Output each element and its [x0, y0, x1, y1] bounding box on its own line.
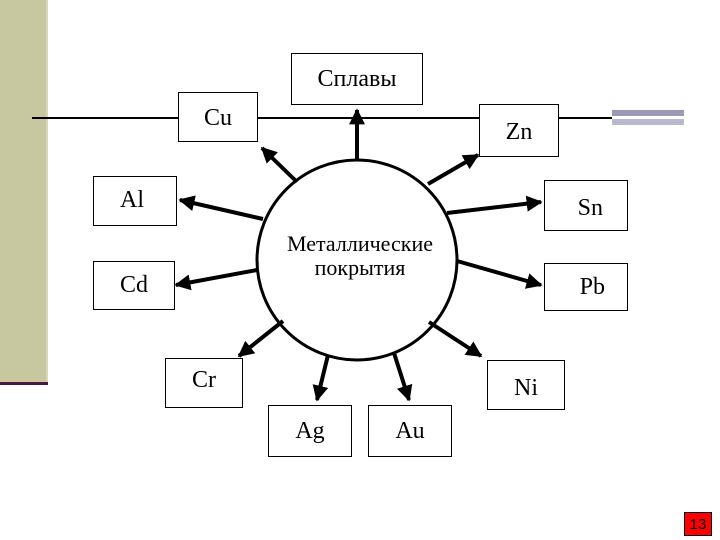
header-accent-strip-2: [612, 119, 684, 125]
node-al-label: Al: [120, 187, 144, 213]
node-pb-label: Pb: [579, 273, 605, 300]
node-sn: Sn: [544, 180, 628, 231]
center-label: Металлические покрытия: [262, 232, 458, 280]
sidebar-underline: [0, 382, 48, 385]
arrow-to-ni: [427, 320, 483, 358]
node-ni: Ni: [487, 360, 565, 410]
center-label-text: Металлические покрытия: [287, 231, 433, 280]
node-ag-label: Ag: [295, 418, 325, 444]
node-au-label: Au: [395, 418, 425, 444]
node-cr-label: Cr: [192, 367, 216, 393]
arrow-to-zn: [426, 153, 480, 186]
node-ag: Ag: [268, 405, 352, 457]
node-cu: Cu: [178, 92, 258, 142]
node-zn: Zn: [479, 104, 559, 157]
arrow-to-sn: [446, 195, 543, 215]
page-number: 13: [689, 515, 707, 533]
node-cr: Cr: [165, 358, 243, 408]
node-alloys-label: Сплавы: [317, 65, 397, 92]
node-sn-label: Sn: [577, 195, 603, 221]
node-cu-label: Cu: [203, 105, 232, 131]
arrow-to-al: [178, 195, 264, 221]
node-cd: Cd: [93, 261, 175, 310]
arrow-to-cr: [237, 319, 285, 358]
node-al: Al: [93, 176, 177, 226]
arrow-to-cd: [174, 268, 258, 291]
arrow-to-pb: [456, 259, 543, 289]
arrow-to-ag: [312, 354, 330, 402]
node-alloys: Сплавы: [291, 53, 423, 105]
node-zn-label: Zn: [505, 119, 533, 145]
left-sidebar-decoration: [0, 0, 48, 383]
node-cd-label: Cd: [119, 272, 148, 298]
arrow-to-au: [392, 352, 413, 402]
page-number-badge: 13: [684, 512, 712, 536]
node-ni-label: Ni: [514, 374, 538, 401]
header-accent-strip: [612, 110, 684, 116]
node-pb: Pb: [544, 263, 628, 311]
header-rule: [32, 117, 612, 119]
node-au: Au: [368, 405, 452, 457]
arrow-to-cu: [260, 146, 299, 184]
